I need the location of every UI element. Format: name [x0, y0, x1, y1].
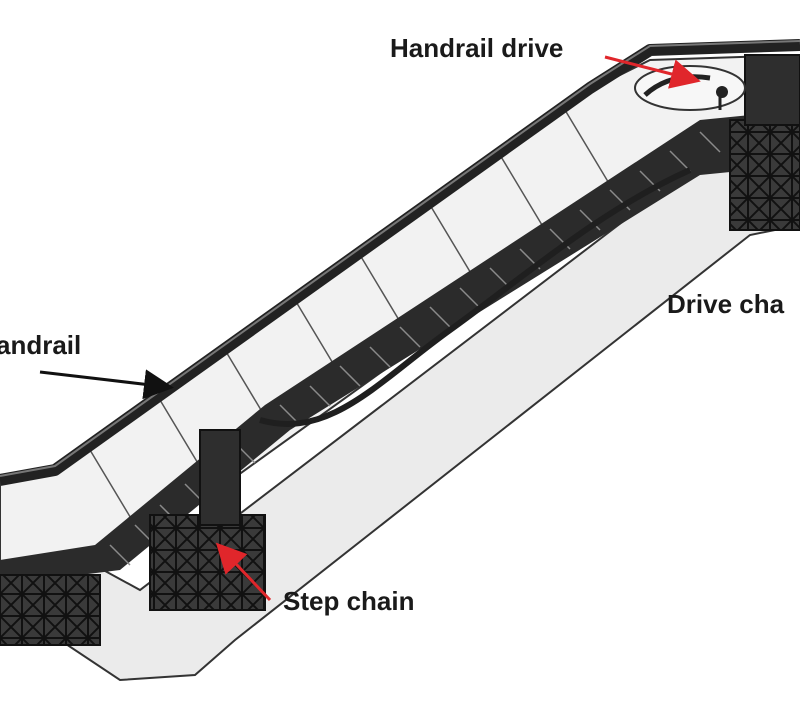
- label-drive-chain: Drive cha: [667, 289, 785, 319]
- upper-truss: [729, 54, 800, 231]
- handrail-arrow: [39, 369, 174, 400]
- label-step-chain: Step chain: [283, 586, 414, 616]
- step-chain-return: [259, 167, 692, 427]
- handrail-drive-unit: [634, 65, 746, 111]
- handrail-drive-arrow: [604, 55, 701, 89]
- handrail-highlight: [0, 40, 800, 477]
- label-handrail-drive: Handrail drive: [390, 33, 563, 63]
- label-handrail: andrail: [0, 330, 81, 360]
- handrail-belt: [0, 39, 800, 486]
- step-chain-arrow: [215, 542, 272, 602]
